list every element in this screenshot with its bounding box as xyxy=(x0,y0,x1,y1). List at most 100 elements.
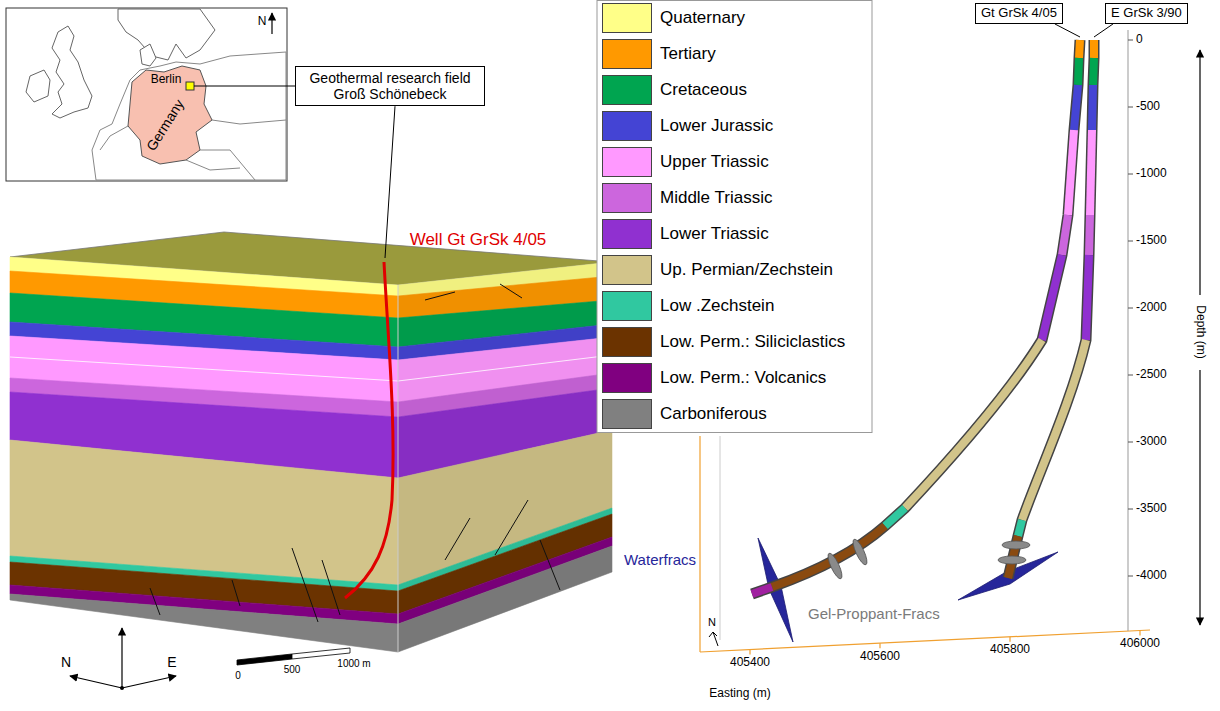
well-segment xyxy=(1018,520,1022,536)
text-label: 405400 xyxy=(730,656,770,670)
box-text: Gt GrSk 4/05 xyxy=(981,6,1057,21)
well-segment xyxy=(1062,215,1068,255)
face-shade xyxy=(398,262,612,652)
text-label: 405800 xyxy=(990,643,1030,657)
legend-swatch xyxy=(602,363,652,393)
legend-label: Middle Triassic xyxy=(660,188,772,208)
text-label: -1500 xyxy=(1136,234,1167,248)
legend-swatch xyxy=(602,327,652,357)
well-segment xyxy=(1068,130,1074,215)
well-segment xyxy=(885,508,905,526)
legend-label: Low. Perm.: Volcanics xyxy=(660,368,826,388)
gel-frac xyxy=(998,556,1026,564)
inset-frame xyxy=(6,8,287,181)
legend-label: Up. Permian/Zechstein xyxy=(660,260,833,280)
legend-frame xyxy=(597,1,872,433)
callout-box: Geothermal research field Groß Schönebec… xyxy=(295,66,485,106)
well-segment xyxy=(752,587,772,594)
block-edge xyxy=(398,285,399,652)
depth-arrow xyxy=(1199,50,1200,295)
well-segment xyxy=(1042,255,1062,340)
legend-swatch xyxy=(602,183,652,213)
legend-swatch xyxy=(602,219,652,249)
text-label: 500 xyxy=(284,664,301,676)
legend-swatch xyxy=(602,399,652,429)
gel-frac xyxy=(850,538,869,567)
legend-swatch xyxy=(602,3,652,33)
depth-arrow xyxy=(1199,370,1200,625)
site-marker xyxy=(186,82,194,90)
legend-label: Carboniferous xyxy=(660,404,767,424)
legend-swatch xyxy=(602,147,652,177)
text-label: N xyxy=(708,616,716,629)
legend-label: Low .Zechstein xyxy=(660,296,774,316)
well-segment xyxy=(1093,58,1094,85)
denmark-outline xyxy=(140,44,156,66)
frame-edge xyxy=(720,436,721,640)
continent-outline xyxy=(92,52,286,180)
legend-label: Tertiary xyxy=(660,44,716,64)
well-path xyxy=(345,262,393,598)
text-label: 0 xyxy=(1136,33,1143,47)
text-label: Well Gt GrSk 4/05 xyxy=(410,230,547,250)
depth-axis xyxy=(1128,30,1129,631)
fault-lines xyxy=(150,284,560,622)
well-segment xyxy=(1092,85,1093,130)
legend-swatch xyxy=(602,39,652,69)
text-label: 1000 m xyxy=(337,658,370,670)
compass-arrow xyxy=(122,676,176,688)
frame-edge xyxy=(699,436,700,652)
legend-label: Lower Triassic xyxy=(660,224,769,244)
legend-label: Cretaceous xyxy=(660,80,747,100)
gel-frac xyxy=(1002,541,1030,549)
well-segment xyxy=(1090,130,1092,215)
text-label: -500 xyxy=(1136,100,1160,114)
text-label: Depth (m) xyxy=(1193,305,1207,358)
legend-label: Low. Perm.: Siliciclastics xyxy=(660,332,845,352)
legend-label: Quaternary xyxy=(660,8,745,28)
leader-line xyxy=(1094,24,1113,37)
well-segments xyxy=(752,40,1094,594)
scandinavia-outline xyxy=(118,9,215,60)
callout-box: Gt GrSk 4/05 xyxy=(975,3,1063,24)
well-segment xyxy=(1074,85,1078,130)
text-label: -3500 xyxy=(1136,502,1167,516)
text-label: Easting (m) xyxy=(709,687,770,701)
legend-swatch xyxy=(602,111,652,141)
well-segment xyxy=(1078,58,1079,85)
box-text: E GrSk 3/90 xyxy=(1111,6,1182,21)
text-label: Gel-Proppant-Fracs xyxy=(808,605,940,622)
leader-line xyxy=(385,106,395,258)
text-label: N xyxy=(258,15,267,29)
scale-bar xyxy=(237,654,292,665)
legend-swatch xyxy=(602,291,652,321)
legend-label: Upper Triassic xyxy=(660,152,769,172)
strata xyxy=(10,257,612,652)
text-label: -2000 xyxy=(1136,301,1167,315)
well-segment xyxy=(1022,340,1086,520)
well-segment xyxy=(1090,40,1098,58)
britain-outline xyxy=(52,26,92,118)
text-label: Germany xyxy=(143,96,187,153)
leader-line xyxy=(1055,24,1080,37)
frame-edge xyxy=(700,630,1150,652)
text-label: -3000 xyxy=(1136,435,1167,449)
callout-box: E GrSk 3/90 xyxy=(1105,3,1188,24)
horizon-line xyxy=(10,355,612,381)
stratum xyxy=(10,594,398,652)
germany-shape xyxy=(128,66,212,164)
legend-label: Lower Jurassic xyxy=(660,116,773,136)
text-label: -4000 xyxy=(1136,569,1167,583)
text-label: Waterfracs xyxy=(622,551,698,568)
text-label: -1000 xyxy=(1136,167,1167,181)
box-text: Geothermal research field Groß Schönebec… xyxy=(302,70,478,102)
legend-swatch xyxy=(602,255,652,285)
gel-frac xyxy=(825,552,844,581)
north-arrow xyxy=(709,632,718,646)
leader-lines xyxy=(194,24,1113,258)
compass-arrow xyxy=(70,676,122,688)
text-label: Berlin xyxy=(151,73,182,87)
well-segment xyxy=(905,340,1042,508)
well-segment xyxy=(1086,255,1089,340)
